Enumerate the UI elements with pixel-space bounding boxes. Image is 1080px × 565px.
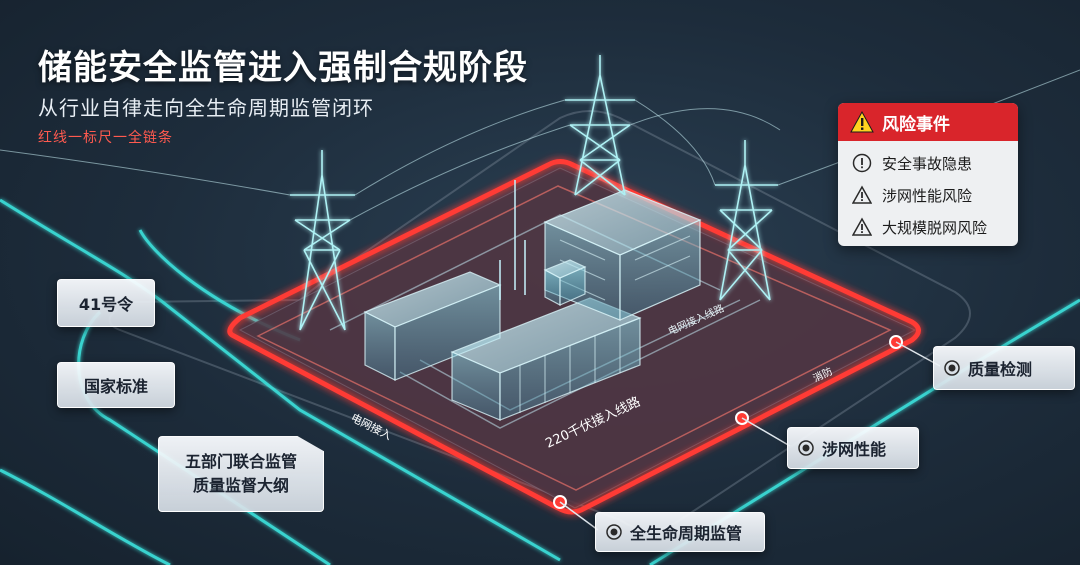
risk-list: 安全事故隐患 涉网性能风险 大规模脱网风险	[838, 141, 1018, 243]
lifecycle-text: 全生命周期监管	[630, 524, 743, 543]
risk-item: 安全事故隐患	[838, 147, 1018, 179]
target-dot-icon	[606, 524, 622, 540]
transmission-towers	[290, 55, 778, 331]
risk-item: 涉网性能风险	[838, 179, 1018, 211]
tagline: 红线一标尺一全链条	[38, 130, 173, 146]
risk-panel-header: 风险事件	[838, 103, 1018, 141]
battery-container-front	[450, 297, 642, 421]
label-card-five-departments: 五部门联合监管 质量监督大纲	[158, 436, 324, 512]
order-41-text: 41号令	[78, 295, 134, 314]
five-dept-line1: 五部门联合监管	[184, 452, 297, 471]
risk-item: 大规模脱网风险	[838, 211, 1018, 243]
risk-events-panel: 风险事件 安全事故隐患 涉网性能风险 大规模脱网风险	[838, 103, 1018, 246]
label-card-lifecycle: 全生命周期监管	[595, 512, 765, 552]
risk-item-label: 大规模脱网风险	[882, 218, 988, 237]
label-card-national-standard: 国家标准	[57, 362, 175, 408]
risk-item-label: 涉网性能风险	[882, 186, 973, 205]
label-card-order-41: 41号令	[57, 279, 155, 327]
target-dot-icon	[798, 440, 814, 456]
exclamation-circle-icon	[852, 153, 872, 173]
target-dot-icon	[944, 360, 960, 376]
transformer	[499, 180, 587, 306]
warning-triangle-icon	[850, 111, 874, 133]
label-card-quality-testing: 质量检测	[933, 346, 1075, 390]
battery-container-left	[363, 271, 502, 381]
risk-item-label: 安全事故隐患	[882, 154, 973, 173]
warning-triangle-icon	[852, 217, 872, 236]
label-card-grid-performance: 涉网性能	[787, 427, 919, 469]
quality-testing-text: 质量检测	[968, 360, 1033, 379]
page-subtitle: 从行业自律走向全生命周期监管闭环	[38, 96, 374, 120]
risk-panel-title: 风险事件	[882, 114, 950, 135]
national-standard-text: 国家标准	[83, 377, 148, 396]
warning-triangle-icon	[852, 185, 872, 204]
five-dept-line2: 质量监督大纲	[192, 476, 289, 495]
page-title: 储能安全监管进入强制合规阶段	[38, 48, 528, 88]
grid-performance-text: 涉网性能	[822, 440, 887, 459]
